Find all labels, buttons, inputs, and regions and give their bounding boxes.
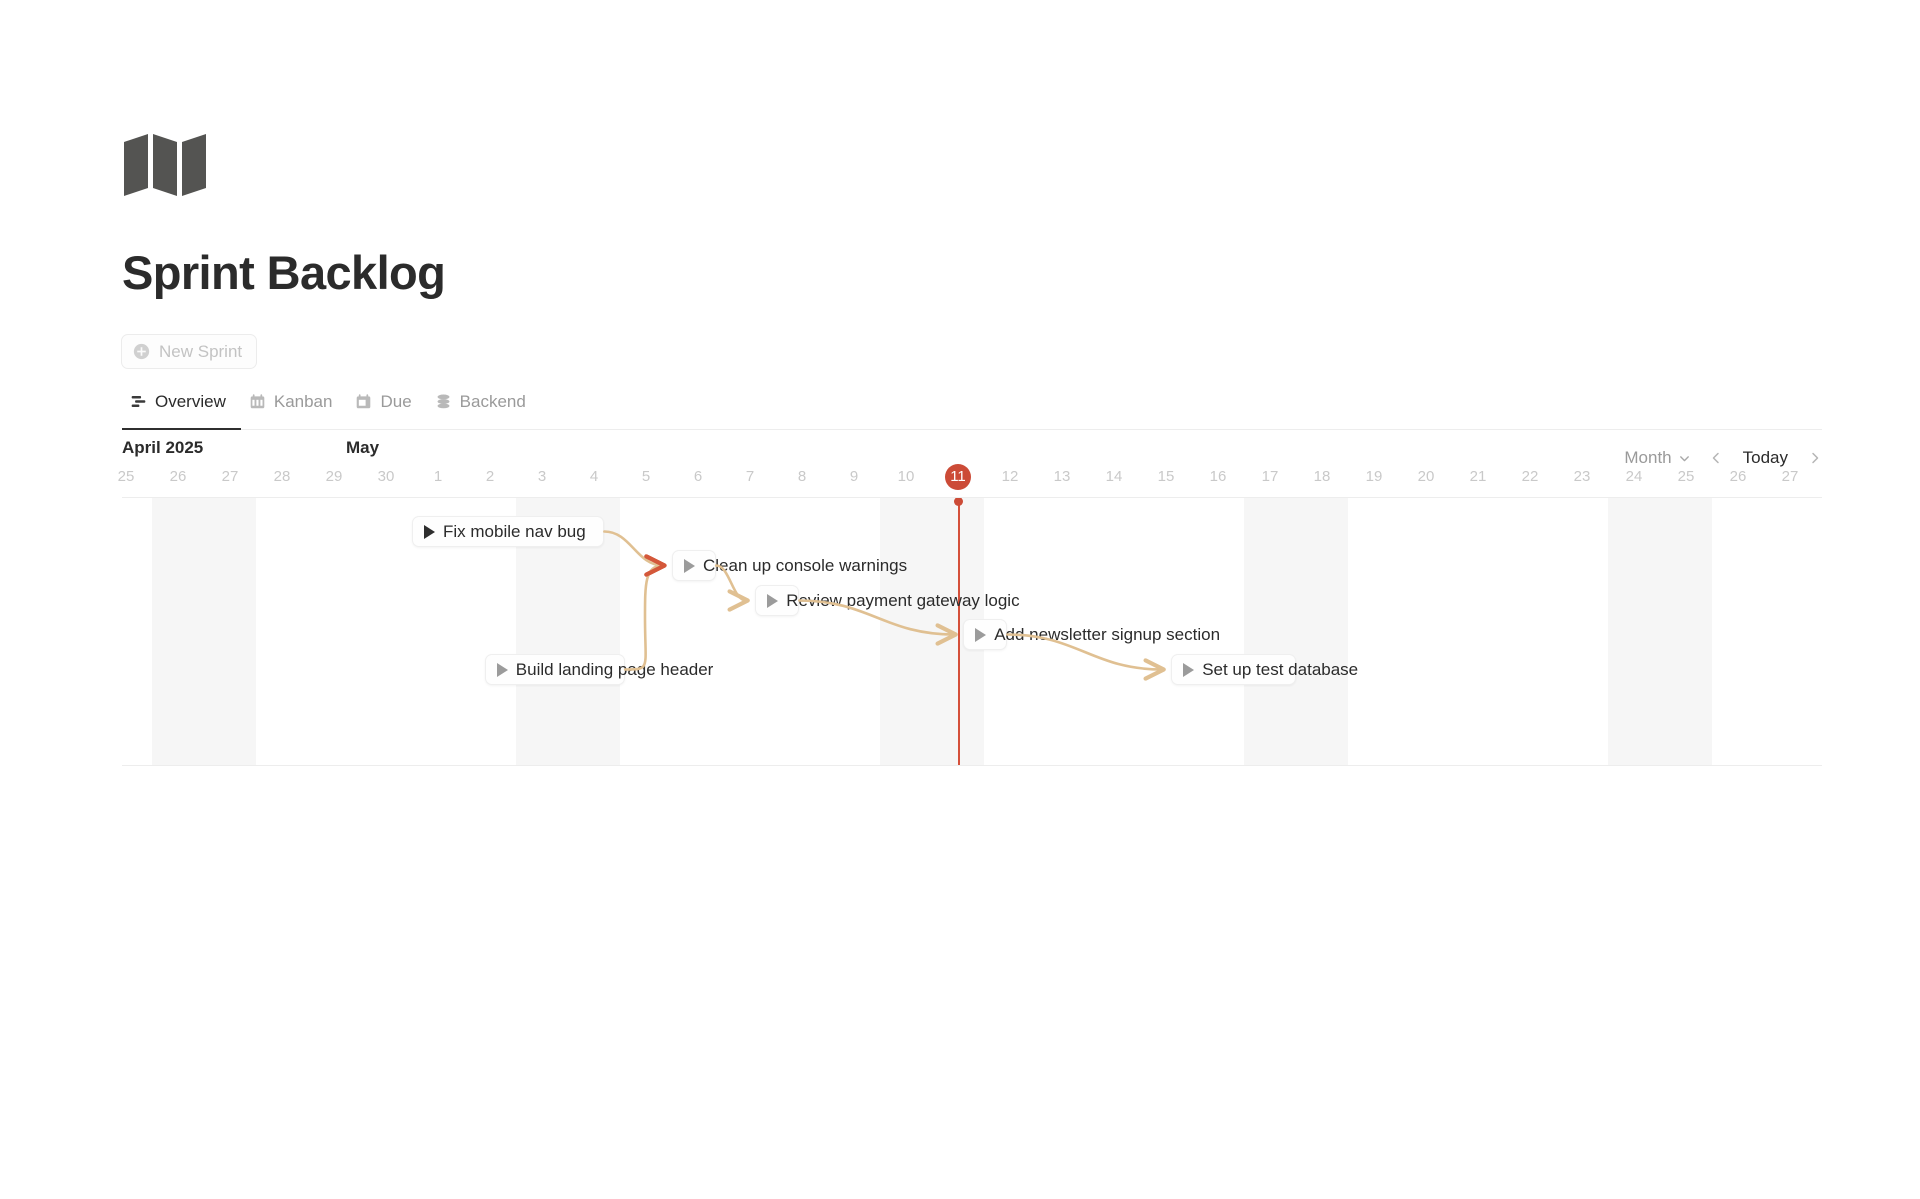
timeline-month-label: April 2025 — [122, 438, 204, 457]
plus-circle-icon — [133, 343, 150, 360]
tab-due-label: Due — [380, 391, 412, 411]
prev-period-button[interactable] — [1703, 445, 1729, 471]
day-header-cell[interactable]: 3 — [537, 468, 547, 485]
today-marker-line — [958, 498, 960, 765]
chevron-down-icon — [1679, 455, 1689, 461]
timeline-task-bar[interactable]: Build landing page header — [484, 654, 713, 685]
day-header-cell[interactable]: 26 — [1729, 468, 1747, 485]
timeline-task-bar[interactable]: Fix mobile nav bug — [412, 516, 605, 547]
day-header-cell[interactable]: 21 — [1469, 468, 1487, 485]
weekend-column — [1244, 498, 1348, 765]
database-icon — [437, 394, 450, 409]
day-header-cell[interactable]: 25 — [117, 468, 135, 485]
day-header-cell[interactable]: 13 — [1053, 468, 1071, 485]
day-header-cell[interactable]: 15 — [1157, 468, 1175, 485]
next-period-button[interactable] — [1802, 445, 1828, 471]
day-header-cell[interactable]: 10 — [897, 468, 915, 485]
tab-overview-label: Overview — [155, 391, 226, 411]
day-header-cell[interactable]: 19 — [1365, 468, 1383, 485]
zoom-level-label: Month — [1624, 448, 1672, 467]
tab-backend[interactable]: Backend — [427, 385, 541, 429]
dependency-arrow — [623, 554, 667, 671]
today-pill: 11 — [945, 464, 971, 490]
today-marker-dot — [954, 498, 963, 506]
weekend-column — [152, 498, 256, 765]
map-book-icon — [124, 134, 206, 196]
day-header-cell[interactable]: 1 — [433, 468, 443, 485]
timeline-month-label: May — [346, 438, 380, 457]
chevron-right-icon — [1812, 452, 1819, 464]
play-triangle-icon[interactable] — [1183, 662, 1195, 677]
day-header-cell[interactable]: 6 — [693, 468, 703, 485]
day-header-cell[interactable]: 27 — [221, 468, 239, 485]
day-header-cell[interactable]: 30 — [377, 468, 395, 485]
timeline-task-bar[interactable]: Add newsletter signup section — [963, 619, 1220, 650]
play-triangle-icon[interactable] — [975, 627, 987, 642]
page-title: Sprint Backlog — [122, 246, 446, 299]
today-button[interactable]: Today — [1742, 448, 1788, 467]
day-header-cell[interactable]: 24 — [1625, 468, 1643, 485]
day-header-cell[interactable]: 5 — [641, 468, 651, 485]
new-sprint-button[interactable]: New Sprint — [121, 334, 258, 369]
timeline-task-bar[interactable]: Set up test database — [1171, 654, 1358, 685]
timeline-task-label: Set up test database — [1202, 659, 1359, 679]
day-header-cell[interactable]: 26 — [169, 468, 187, 485]
play-triangle-icon[interactable] — [767, 593, 779, 608]
tab-due[interactable]: Due — [347, 385, 426, 429]
day-header-cell[interactable]: 12 — [1001, 468, 1019, 485]
day-header-cell[interactable]: 8 — [797, 468, 807, 485]
timeline-task-label: Clean up console warnings — [703, 555, 908, 575]
day-header-cell[interactable]: 27 — [1781, 468, 1799, 485]
app-logo — [122, 132, 210, 198]
chevron-left-icon — [1712, 452, 1719, 464]
timeline-controls: Month Today — [1616, 445, 1828, 471]
day-header-cell[interactable]: 25 — [1677, 468, 1695, 485]
timeline-task-label: Fix mobile nav bug — [443, 521, 586, 541]
day-header-cell[interactable]: 17 — [1261, 468, 1279, 485]
day-header-cell[interactable]: 4 — [589, 468, 599, 485]
timeline-task-label: Add newsletter signup section — [994, 624, 1221, 644]
day-header-cell[interactable]: 28 — [273, 468, 291, 485]
day-header-cell[interactable]: 16 — [1209, 468, 1227, 485]
tab-overview[interactable]: Overview — [122, 386, 241, 430]
day-header-today[interactable]: 11 — [932, 464, 984, 490]
gantt-icon — [131, 395, 146, 408]
day-header-cell[interactable]: 2 — [485, 468, 495, 485]
zoom-level-select[interactable]: Month — [1616, 445, 1698, 471]
view-tabs: Overview Kanban Due — [122, 385, 1822, 430]
timeline-task-bar[interactable]: Review payment gateway logic — [755, 585, 1020, 616]
day-header-cell[interactable]: 22 — [1521, 468, 1539, 485]
play-triangle-icon[interactable] — [684, 558, 695, 573]
weekend-column — [1608, 498, 1712, 765]
tab-kanban[interactable]: Kanban — [241, 385, 348, 429]
calendar-icon — [250, 394, 265, 409]
day-header-cell[interactable]: 23 — [1573, 468, 1591, 485]
day-header-cell[interactable]: 14 — [1105, 468, 1123, 485]
new-sprint-label: New Sprint — [159, 341, 243, 361]
day-header-cell[interactable]: 29 — [325, 468, 343, 485]
timeline-task-bar[interactable]: Clean up console warnings — [672, 550, 907, 581]
play-triangle-icon[interactable] — [424, 524, 435, 539]
timeline-month-header: April 2025 May — [122, 438, 1822, 464]
play-triangle-icon[interactable] — [496, 662, 508, 677]
tab-kanban-label: Kanban — [273, 391, 333, 411]
tab-backend-label: Backend — [459, 391, 526, 411]
timeline-task-label: Review payment gateway logic — [786, 590, 1020, 610]
day-header-cell[interactable]: 7 — [745, 468, 755, 485]
timeline-task-label: Build landing page header — [515, 659, 714, 679]
day-header-cell[interactable]: 18 — [1313, 468, 1331, 485]
calendar-due-icon — [357, 394, 371, 409]
day-header-cell[interactable]: 20 — [1417, 468, 1435, 485]
day-header-cell[interactable]: 9 — [849, 468, 859, 485]
